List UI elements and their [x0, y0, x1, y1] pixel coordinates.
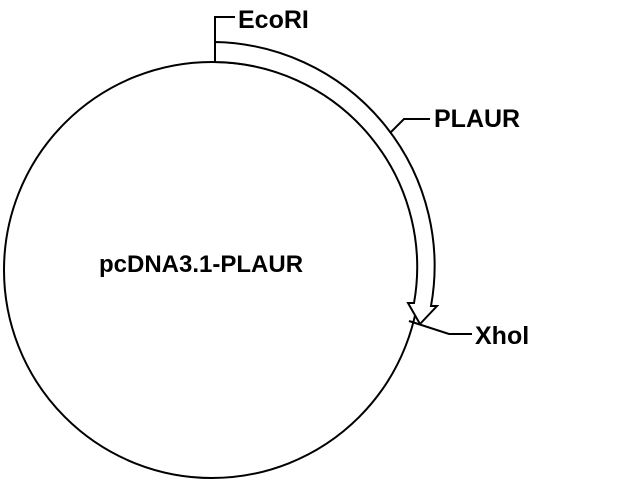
ecori-site-label: EcoRI: [238, 6, 309, 34]
plasmid-name-label: pcDNA3.1-PLAUR: [99, 251, 303, 278]
ecori-site-marker: [214, 16, 235, 62]
plasmid-insert-arrow: [214, 40, 440, 326]
plaur-insert-leader: [390, 118, 430, 133]
xhoi-site-marker: [408, 320, 472, 335]
plaur-insert-label: PLAUR: [434, 105, 520, 133]
xhoi-site-label: Xhol: [475, 322, 529, 350]
